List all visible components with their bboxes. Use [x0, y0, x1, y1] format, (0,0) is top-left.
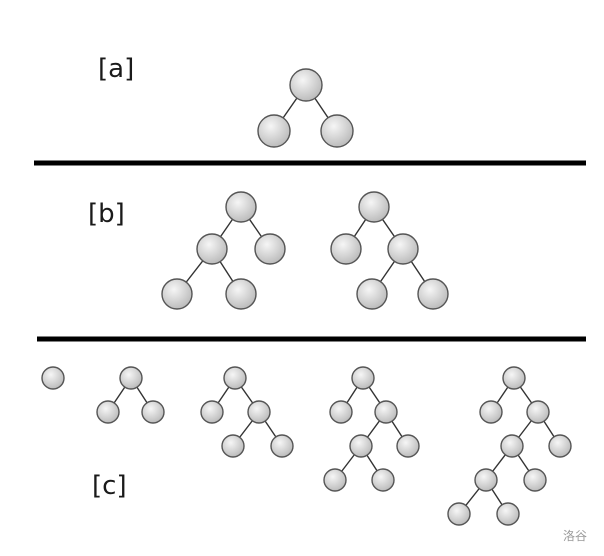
tree-node: [356, 278, 388, 310]
tree-node: [254, 233, 286, 265]
section-b-tree-right: [330, 191, 449, 310]
tree-node: [257, 114, 291, 148]
tree-node: [41, 366, 65, 390]
tree-node: [225, 191, 257, 223]
tree-node: [371, 468, 395, 492]
tree-node: [96, 400, 120, 424]
tree-node: [358, 191, 390, 223]
tree-node: [270, 434, 294, 458]
section-c-tree-2: [96, 366, 165, 424]
section-c-tree-4: [323, 366, 420, 492]
watermark: 洛谷: [563, 528, 587, 543]
tree-node: [223, 366, 247, 390]
tree-node: [523, 468, 547, 492]
tree-node: [502, 366, 526, 390]
section-c-label: [c]: [92, 471, 127, 501]
tree-node: [323, 468, 347, 492]
tree-node: [548, 434, 572, 458]
tree-node: [474, 468, 498, 492]
section-c-tree-1: [41, 366, 65, 390]
tree-node: [200, 400, 224, 424]
tree-node: [349, 434, 373, 458]
tree-node: [161, 278, 193, 310]
tree-node: [447, 502, 471, 526]
tree-node: [526, 400, 550, 424]
tree-node: [500, 434, 524, 458]
tree-node: [247, 400, 271, 424]
tree-node: [196, 233, 228, 265]
tree-node: [496, 502, 520, 526]
section-a-tree: [257, 68, 354, 148]
tree-node: [225, 278, 257, 310]
tree-node: [141, 400, 165, 424]
section-a-label: [a]: [98, 54, 134, 84]
tree-node: [387, 233, 419, 265]
tree-node: [479, 400, 503, 424]
tree-node: [119, 366, 143, 390]
tree-node: [329, 400, 353, 424]
tree-node: [221, 434, 245, 458]
tree-node: [320, 114, 354, 148]
tree-node: [374, 400, 398, 424]
section-c-tree-5: [447, 366, 572, 526]
section-b-label: [b]: [88, 199, 125, 229]
tree-node: [330, 233, 362, 265]
section-b-tree-left: [161, 191, 286, 310]
tree-node: [396, 434, 420, 458]
section-c-tree-3: [200, 366, 294, 458]
tree-node: [289, 68, 323, 102]
tree-node: [417, 278, 449, 310]
tree-node: [351, 366, 375, 390]
